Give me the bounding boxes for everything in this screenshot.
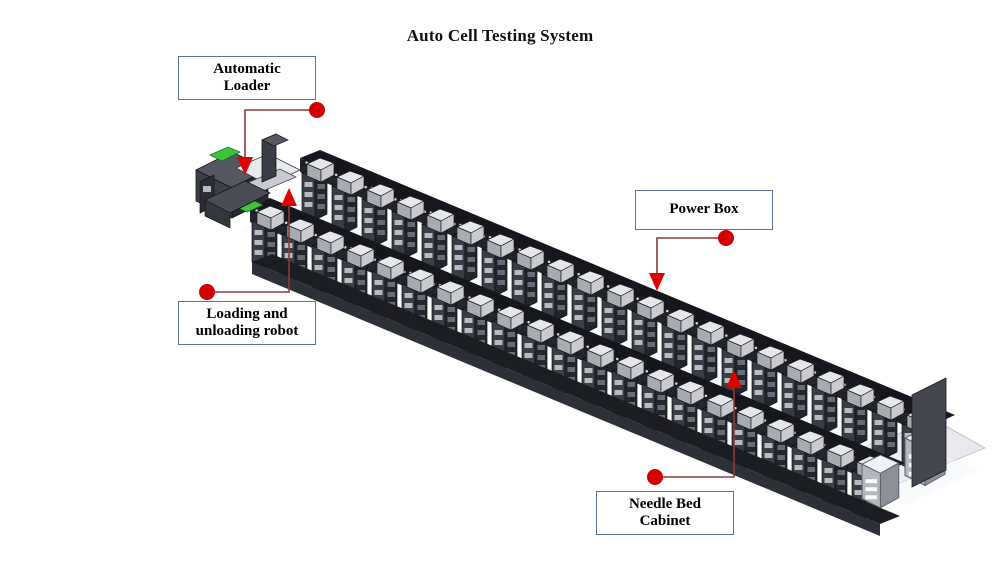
callout-needle-bed-cabinet[interactable]: Needle Bed Cabinet bbox=[596, 491, 734, 535]
front-row-modules bbox=[250, 198, 905, 519]
marker-dot-automatic-loader bbox=[309, 102, 325, 118]
callout-power-box[interactable]: Power Box bbox=[635, 190, 773, 230]
arrowhead-needle-bed-cabinet bbox=[726, 370, 742, 388]
callout-loading-unloading-robot-line-2: unloading robot bbox=[195, 323, 299, 339]
callout-leaders bbox=[199, 102, 742, 485]
arrowhead-automatic-loader bbox=[237, 157, 253, 175]
callout-automatic-loader-line-2: Loader bbox=[223, 78, 271, 94]
callout-needle-bed-cabinet-line-1: Needle Bed bbox=[628, 495, 702, 512]
marker-dot-power-box bbox=[718, 230, 734, 246]
callout-power-box-line-1: Power Box bbox=[669, 201, 739, 218]
back-row-modules bbox=[300, 150, 955, 472]
arrowhead-loading-unloading-robot bbox=[281, 188, 297, 206]
automatic-loader-station bbox=[195, 133, 301, 229]
leader-automatic-loader bbox=[244, 109, 317, 160]
page-title: Auto Cell Testing System bbox=[406, 26, 594, 45]
marker-dot-loading-unloading-robot bbox=[199, 284, 215, 300]
callout-needle-bed-cabinet-line-2: Cabinet bbox=[639, 513, 691, 529]
leader-power-box bbox=[656, 237, 726, 276]
marker-dot-needle-bed-cabinet bbox=[647, 469, 663, 485]
leader-needle-bed-cabinet bbox=[655, 385, 735, 478]
callout-automatic-loader-line-1: Automatic bbox=[213, 60, 281, 77]
arrowhead-power-box bbox=[649, 273, 665, 291]
callout-loading-unloading-robot[interactable]: Loading and unloading robot bbox=[178, 301, 316, 345]
callout-automatic-loader[interactable]: Automatic Loader bbox=[178, 56, 316, 100]
end-cabinets bbox=[860, 377, 947, 509]
callout-loading-unloading-robot-line-1: Loading and bbox=[206, 305, 288, 322]
leader-loading-unloading-robot bbox=[207, 203, 290, 293]
